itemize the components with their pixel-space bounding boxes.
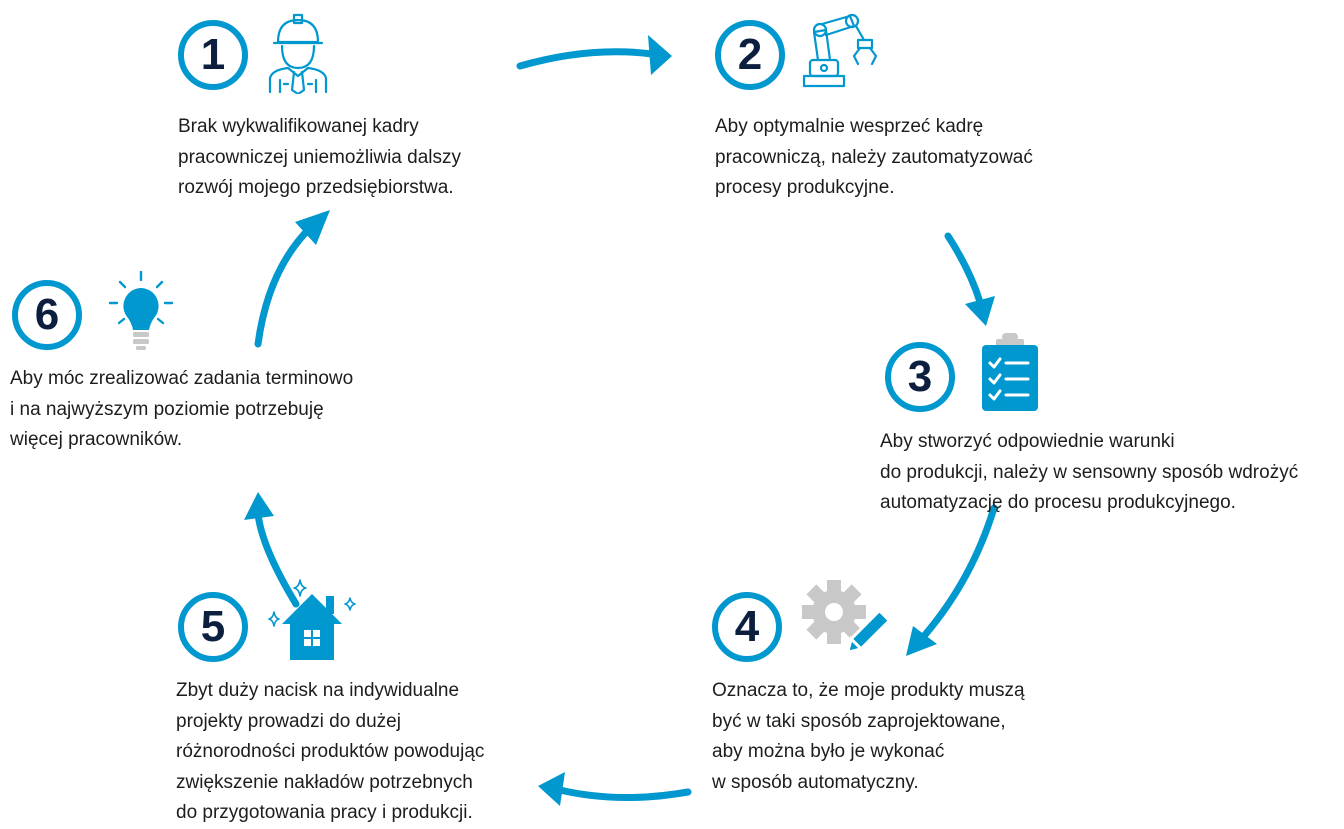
step-number-circle: 1 (178, 20, 248, 90)
step-text-line: więcej pracowników. (10, 429, 183, 450)
step-text-line: Aby móc zrealizować zadania terminowo (10, 368, 354, 389)
step-text-line: Oznacza to, że moje produkty muszą (712, 680, 1025, 701)
step-text-line: aby można było je wykonać (712, 741, 945, 762)
arrow-3-to-4 (920, 504, 998, 640)
step-description: Aby stworzyć odpowiednie warunki do prod… (880, 427, 1298, 519)
arrow-6-to-1 (254, 224, 314, 348)
step-text-line: Brak wykwalifikowanej kadry (178, 116, 419, 137)
step-text-line: procesy produkcyjne. (715, 177, 895, 198)
arrowhead-2 (965, 296, 995, 326)
robot-arm-icon (800, 10, 886, 93)
step-description: Zbyt duży nacisk na indywidualne projekt… (176, 676, 484, 829)
step-text-line: Aby optymalnie wesprzeć kadrę (715, 116, 984, 137)
step-text-line: różnorodności produktów powodując (176, 741, 485, 762)
gear-pencil-icon (800, 578, 892, 665)
step-text-line: być w taki sposób zaprojektowane, (712, 710, 1006, 732)
step-description: Brak wykwalifikowanej kadry pracowniczej… (178, 112, 461, 204)
arrow-5-to-6 (254, 510, 300, 608)
step-number-circle: 4 (712, 592, 782, 662)
step-text-line: automatyzację do procesu produkcyjnego. (880, 492, 1236, 513)
step-text-line: Aby stworzyć odpowiednie warunki (880, 431, 1175, 452)
step-description: Aby optymalnie wesprzeć kadrę pracownicz… (715, 112, 1033, 204)
step-text-line: pracowniczą, należy zautomatyzować (715, 146, 1033, 168)
step-text-line: Zbyt duży nacisk na indywidualne (176, 680, 460, 701)
step-text-line: do produkcji, należy w sensowny sposób w… (880, 461, 1299, 483)
step-text-line: do przygotowania pracy i produkcji. (176, 802, 473, 823)
worker-helmet-icon (258, 12, 338, 99)
step-number-circle: 5 (178, 592, 248, 662)
step-text-line: pracowniczej uniemożliwia dalszy (178, 146, 462, 168)
step-description: Oznacza to, że moje produkty muszą być w… (712, 676, 1025, 798)
sparkling-house-icon (266, 578, 360, 669)
arrow-4-to-5 (556, 786, 692, 801)
step-text-line: zwiększenie nakładów potrzebnych (176, 771, 473, 793)
step-text-line: rozwój mojego przedsiębiorstwa. (178, 177, 454, 198)
arrowhead-4 (538, 772, 565, 806)
step-text-line: projekty prowadzi do dużej (176, 710, 401, 732)
arrowhead-1 (648, 35, 672, 75)
arrow-2-to-3 (944, 232, 984, 306)
step-description: Aby móc zrealizować zadania terminowo i … (10, 364, 353, 456)
arrowhead-5 (244, 492, 274, 520)
step-number-circle: 6 (12, 280, 82, 350)
clipboard-checklist-icon (978, 333, 1042, 420)
step-number-circle: 3 (885, 342, 955, 412)
arrow-1-to-2 (516, 48, 656, 70)
lightbulb-icon (106, 270, 176, 357)
step-text-line: i na najwyższym poziomie potrzebuję (10, 398, 324, 420)
step-text-line: w sposób automatyczny. (712, 771, 919, 793)
arrowhead-3 (906, 626, 937, 656)
step-number-circle: 2 (715, 20, 785, 90)
arrowhead-6 (295, 210, 330, 245)
